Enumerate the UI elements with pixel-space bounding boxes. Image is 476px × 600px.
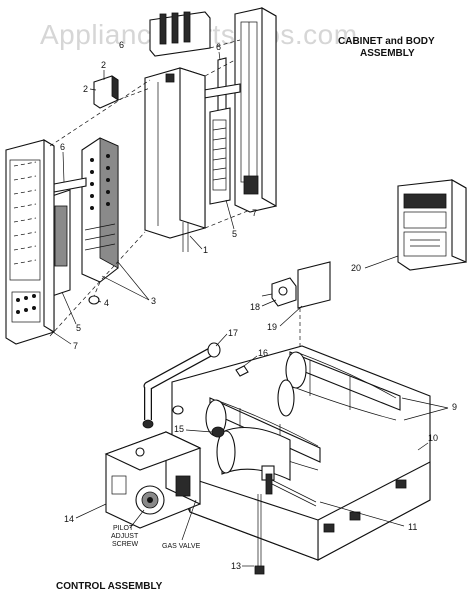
pilot-assembly-11: 11: [261, 465, 417, 532]
burner-callouts: 9 10: [401, 397, 457, 451]
pilot-adjust-label-2: ADJUST: [111, 533, 139, 540]
label-6-left: 6: [60, 142, 65, 152]
valve-labels: PILOT ADJUST SCREW GAS VALVE: [111, 499, 201, 550]
burner-tube-9-rear: [285, 351, 401, 421]
label-16: 16: [258, 348, 268, 358]
inner-panel-left: [51, 177, 87, 297]
label-6-top: 6: [119, 40, 124, 50]
panel-part-5: [209, 107, 231, 205]
cabinet-title: CABINET and BODY: [338, 36, 435, 47]
top-frame: [149, 11, 211, 57]
label-5-left: 5: [76, 323, 81, 333]
control-box-part-20: 20: [351, 179, 467, 273]
body-part-1: [144, 67, 206, 252]
part-4-knob: [88, 295, 100, 305]
gas-valve-label: GAS VALVE: [162, 543, 201, 550]
thermocouple-13: 13: [231, 494, 265, 575]
label-19: 19: [267, 322, 277, 332]
label-5-right: 5: [232, 229, 237, 239]
burner-part-3: [81, 137, 119, 283]
label-11: 11: [408, 522, 417, 532]
label-18: 18: [250, 302, 260, 312]
assembly-guide-lines: [49, 39, 251, 337]
label-7-left: 7: [73, 341, 78, 351]
label-10: 10: [428, 433, 438, 443]
label-2-top: 2: [101, 60, 106, 70]
label-3: 3: [151, 296, 156, 306]
pilot-adjust-label: PILOT: [113, 525, 134, 532]
label-13: 13: [231, 561, 241, 571]
pilot-bracket: 18 19: [250, 261, 331, 350]
rear-panel: [234, 7, 277, 213]
label-20: 20: [351, 263, 361, 273]
label-6-right: 6: [216, 42, 221, 52]
label-15: 15: [174, 424, 184, 434]
pilot-adjust-label-3: SCREW: [112, 541, 138, 548]
gas-valve-14: 14: [64, 431, 202, 529]
front-panel-part-7: [5, 139, 55, 345]
label-7-right: 7: [252, 208, 257, 218]
control-title: CONTROL ASSEMBLY: [56, 581, 163, 592]
label-9: 9: [452, 402, 457, 412]
cabinet-callouts: 2 2 6 6 6 7 5 1 3 4 5 7: [49, 40, 257, 351]
fitting-15: 15: [172, 405, 225, 438]
label-2-left: 2: [83, 84, 88, 94]
orifice-16: 16: [235, 348, 268, 377]
label-14: 14: [64, 514, 74, 524]
cabinet-title-line2: ASSEMBLY: [360, 48, 415, 59]
label-17: 17: [228, 328, 238, 338]
manifold-tube-17: 17: [142, 328, 238, 429]
label-4: 4: [104, 298, 109, 308]
label-1: 1: [203, 245, 208, 255]
